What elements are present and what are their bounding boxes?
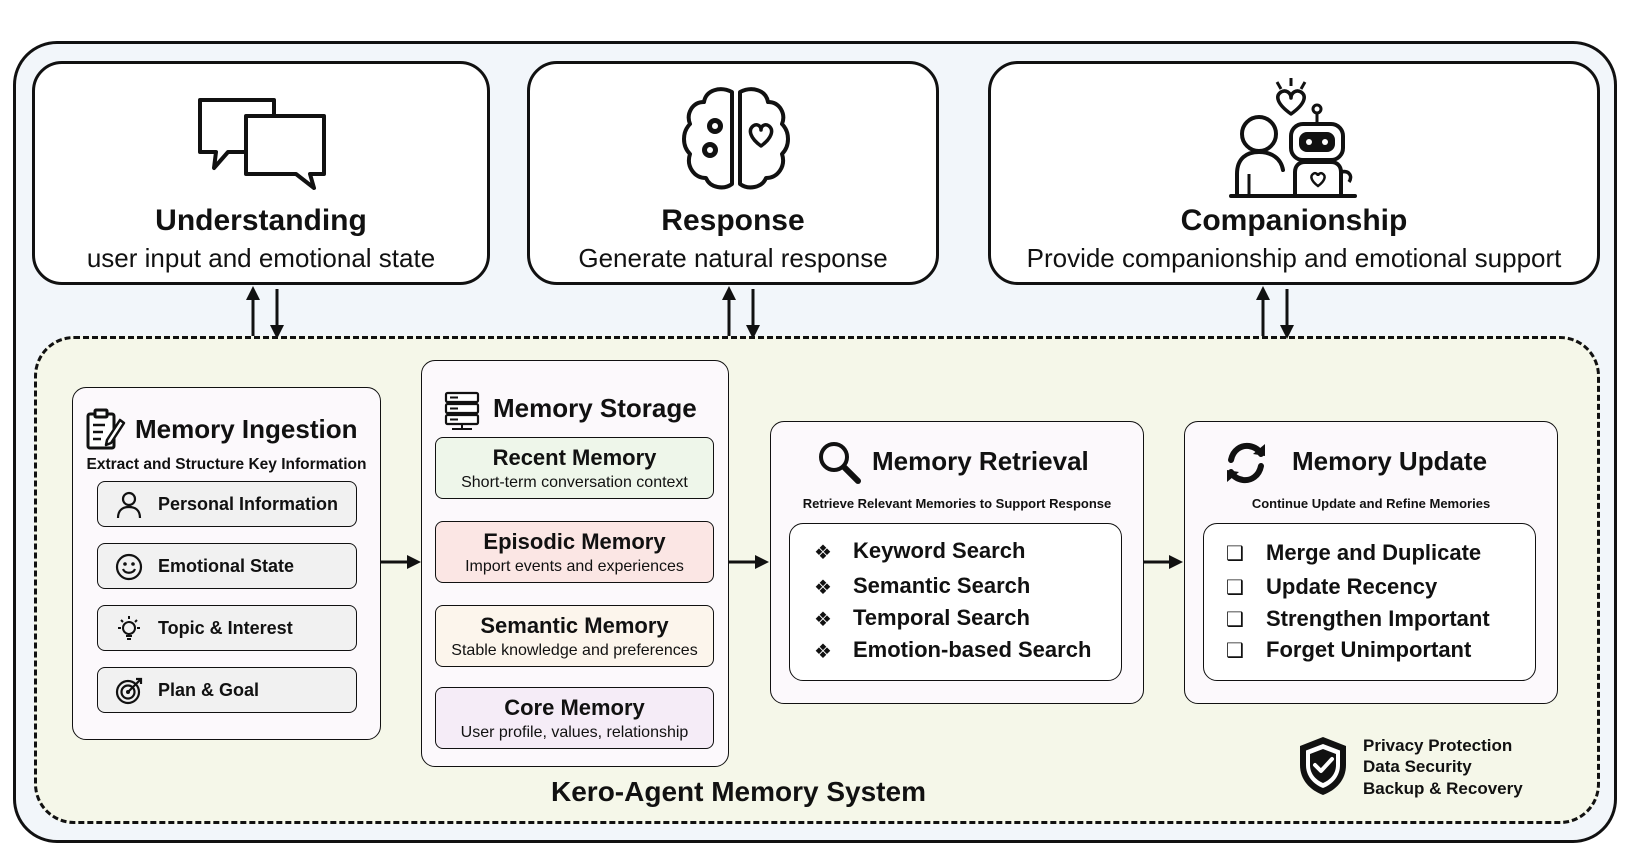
retrieval-item: Keyword Search [853,538,1026,563]
ingestion-item-label: Plan & Goal [158,680,260,700]
update-item: Forget Unimportant [1266,637,1472,662]
lightbulb-icon [118,616,140,640]
companionship-title: Companionship [1180,204,1408,237]
person-icon [116,491,142,519]
memory-update-panel: Memory Update Continue Update and Refine… [1184,421,1558,704]
semantic-memory-desc: Stable knowledge and preferences [451,642,698,659]
server-icon [444,391,480,430]
retrieval-item: Temporal Search [853,605,1030,630]
clipboard-edit-icon [86,408,126,450]
episodic-memory-desc: Import events and experiences [465,558,684,575]
update-list: ❑ Merge and Duplicate ❑ Update Recency ❑… [1203,523,1536,681]
ingestion-title: Memory Ingestion [135,414,358,444]
retrieval-bullet: ❖ [814,609,832,631]
recent-memory-desc: Short-term conversation context [461,474,688,491]
ingestion-item-personal-information: Personal Information [97,481,357,527]
chat-bubbles-icon [198,98,326,190]
system-caption: Kero-Agent Memory System [551,776,926,807]
magnifier-icon [819,442,861,484]
retrieval-subtitle: Retrieve Relevant Memories to Support Re… [802,496,1112,511]
update-bullet: ❑ [1226,609,1244,631]
shield-check-icon [1300,737,1346,795]
semantic-memory-box: Semantic Memory Stable knowledge and pre… [435,605,714,667]
brain-icon [682,87,790,190]
storage-title: Memory Storage [493,393,697,423]
update-item: Update Recency [1266,574,1438,599]
ingestion-item-label: Emotional State [158,556,295,576]
response-subtitle: Generate natural response [578,243,888,273]
update-bullet: ❑ [1226,640,1244,662]
security-line-backup: Backup & Recovery [1363,779,1523,798]
ingestion-item-emotional-state: Emotional State [97,543,357,589]
companionship-box: Companionship Provide companionship and … [988,61,1600,285]
ingestion-item-topic-interest: Topic & Interest [97,605,357,651]
retrieval-title: Memory Retrieval [872,446,1089,476]
refresh-icon [1227,442,1265,484]
episodic-memory-title: Episodic Memory [483,529,666,554]
core-memory-desc: User profile, values, relationship [460,724,689,741]
ingestion-item-label: Topic & Interest [158,618,293,638]
understanding-box: Understanding user input and emotional s… [32,61,490,285]
understanding-title: Understanding [155,204,367,237]
retrieval-item: Semantic Search [853,573,1031,598]
security-line-data: Data Security [1363,757,1472,776]
episodic-memory-box: Episodic Memory Import events and experi… [435,521,714,583]
retrieval-bullet: ❖ [814,641,832,663]
memory-retrieval-panel: Memory Retrieval Retrieve Relevant Memor… [770,421,1144,704]
update-title: Memory Update [1292,446,1488,476]
companionship-subtitle: Provide companionship and emotional supp… [1026,243,1562,273]
update-item: Merge and Duplicate [1266,540,1482,565]
retrieval-item: Emotion-based Search [853,637,1092,662]
response-box: Response Generate natural response [527,61,939,285]
update-item: Strengthen Important [1266,606,1490,631]
core-memory-box: Core Memory User profile, values, relati… [435,687,714,749]
person-robot-icon [1229,78,1357,198]
update-subtitle: Continue Update and Refine Memories [1251,496,1491,511]
understanding-subtitle: user input and emotional state [86,243,436,273]
smiley-icon [115,553,143,581]
response-title: Response [661,204,805,237]
ingestion-subtitle: Extract and Structure Key Information [86,456,367,473]
retrieval-bullet: ❖ [814,542,832,564]
semantic-memory-title: Semantic Memory [480,613,669,638]
update-bullet: ❑ [1226,543,1244,565]
ingestion-item-label: Personal Information [158,494,339,514]
update-bullet: ❑ [1226,577,1244,599]
recent-memory-title: Recent Memory [492,445,657,470]
retrieval-bullet: ❖ [814,577,832,599]
target-icon [115,677,143,705]
retrieval-list: ❖ Keyword Search ❖ Semantic Search ❖ Tem… [789,523,1122,681]
ingestion-item-plan-goal: Plan & Goal [97,667,357,713]
security-line-privacy: Privacy Protection [1363,736,1513,755]
recent-memory-box: Recent Memory Short-term conversation co… [435,437,714,499]
core-memory-title: Core Memory [504,695,645,720]
